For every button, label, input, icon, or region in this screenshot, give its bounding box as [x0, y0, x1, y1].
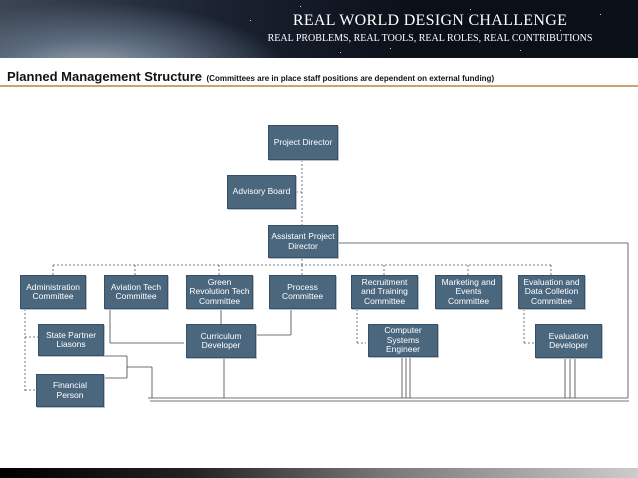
green-revolution-tech-committee-box: Green Revolution Tech Committee: [186, 275, 253, 309]
banner-title: REAL WORLD DESIGN CHALLENGE: [292, 12, 568, 29]
title-banner: REAL WORLD DESIGN CHALLENGE REAL PROBLEM…: [0, 0, 638, 58]
project-director-box: Project Director: [268, 125, 338, 160]
evaluation-developer-box: Evaluation Developer: [535, 324, 602, 358]
advisory-board-box: Advisory Board: [227, 175, 296, 209]
slide-title: Planned Management Structure: [7, 69, 203, 84]
evaluation-data-collection-committee-box: Evaluation and Data Colletion Committee: [518, 275, 585, 309]
heading-divider: [0, 85, 638, 87]
slide-note: (Committees are in place staff positions…: [206, 74, 495, 83]
footer-bar: [0, 468, 638, 478]
state-partner-liaisons-box: State Partner Liasons: [38, 324, 104, 356]
computer-systems-engineer-box: Computer Systems Engineer: [368, 324, 438, 357]
slide-heading: Planned Management Structure (Committees…: [7, 68, 494, 86]
aviation-tech-committee-box: Aviation Tech Committee: [104, 275, 168, 309]
assistant-project-director-box: Assistant Project Director: [268, 225, 338, 258]
banner-subtitle: REAL PROBLEMS, REAL TOOLS, REAL ROLES, R…: [267, 33, 593, 44]
financial-person-box: Financial Person: [36, 374, 104, 407]
administration-committee-box: Administration Committee: [20, 275, 86, 309]
recruitment-training-committee-box: Recruitment and Training Committee: [351, 275, 418, 309]
curriculum-developer-box: Curriculum Developer: [186, 324, 256, 358]
marketing-events-committee-box: Marketing and Events Committee: [435, 275, 502, 309]
process-committee-box: Process Committee: [269, 275, 336, 309]
